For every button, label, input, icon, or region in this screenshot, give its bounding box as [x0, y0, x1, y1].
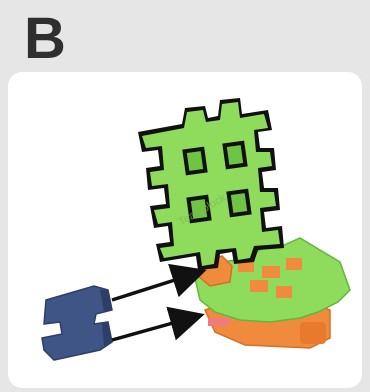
grid-block-face [142, 102, 280, 266]
navy-c-clip [41, 285, 113, 361]
pink-strip [208, 318, 230, 326]
orange-inset-2 [262, 266, 280, 278]
window-1-inner [186, 151, 204, 171]
orange-inset-5 [276, 286, 292, 298]
panel-letter: B [24, 6, 66, 71]
green-grid-block: Teamblock [138, 98, 284, 270]
window-4-inner [230, 193, 248, 213]
orange-peg [300, 322, 326, 344]
clip-shade-top [100, 290, 112, 312]
panel-label-tab: B [0, 0, 92, 80]
green-top-plate [194, 237, 351, 323]
window-2-inner [226, 145, 244, 165]
window-3-inner [190, 199, 208, 219]
arrow-upper [111, 263, 207, 302]
orange-inset-3 [286, 258, 302, 270]
clip-shade-bottom [102, 322, 112, 346]
grid-block-windows [182, 140, 252, 224]
orange-inset-4 [250, 280, 268, 292]
arrow-lower [111, 306, 205, 342]
